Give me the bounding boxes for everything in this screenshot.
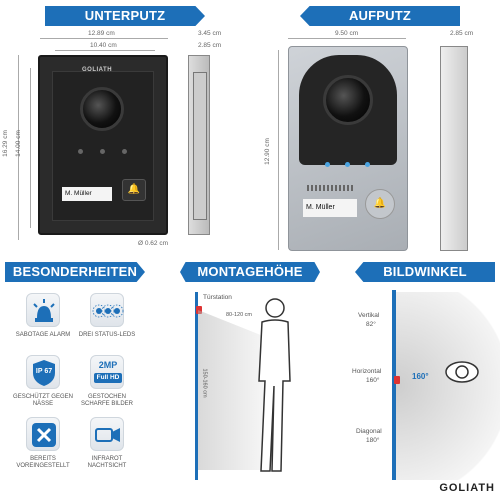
feature-label-leds: DREI STATUS-LEDS: [78, 332, 136, 338]
wall-line: [195, 292, 198, 480]
unterputz-banner: UNTERPUTZ: [45, 6, 205, 26]
feature-label-infrared: INFRAROT NACHTSICHT: [87, 456, 127, 469]
dim-line-height-outer: [18, 55, 19, 240]
status-led-2: [100, 149, 105, 154]
feature-label-fullhd: GESTOCHEN SCHARFE BILDER: [80, 394, 133, 407]
aufputz-bell-button: 🔔: [365, 189, 395, 219]
footer-logo: GOLIATH: [439, 482, 495, 494]
person-silhouette: [258, 298, 291, 472]
aufputz-depth: 2.85 cm: [450, 30, 474, 37]
unterputz-depth-outer: 3.45 cm: [198, 30, 222, 37]
ip67-badge: IP 67: [35, 368, 53, 375]
aufputz-device: M. Müller 🔔: [288, 46, 408, 251]
tools-icon: [26, 417, 60, 451]
besonderheiten-banner: BESONDERHEITEN: [5, 262, 145, 282]
aufputz-speaker-grille: [307, 185, 353, 191]
fullhd-icon: 2MP Full HD: [90, 355, 124, 389]
diagonal-label: Diagonal: [356, 428, 382, 435]
feature-label-tools: BEREITS VOREINGESTELLT: [16, 456, 70, 469]
fullhd-badge-bottom: Full HD: [94, 373, 122, 383]
vertical-value: 82°: [366, 321, 376, 328]
height-label: 150-160 cm: [201, 368, 208, 398]
angle-badge: 160°: [412, 372, 429, 381]
camera-point: [394, 376, 400, 384]
bildwinkel-wall: [392, 290, 396, 480]
siren-icon: [26, 293, 60, 327]
aufputz-banner: AUFPUTZ: [300, 6, 460, 26]
door-station-label: Türstation: [203, 294, 232, 301]
aufputz-led-2: [345, 162, 350, 167]
unterputz-hole: Ø 0.62 cm: [138, 240, 168, 247]
camera-lens: [80, 87, 124, 131]
dim-line-height-inner: [30, 68, 31, 228]
shield-ip67-icon: IP 67: [26, 355, 60, 389]
feature-label-ip67: GESCHÜTZT GEGEN NÄSSE: [13, 394, 73, 407]
range-label: 80-120 cm: [226, 312, 252, 318]
montagehoehe-banner: MONTAGEHÖHE: [180, 262, 320, 282]
feature-label-sabotage: SABOTAGE ALARM: [15, 332, 71, 338]
leds-icon: [90, 293, 124, 327]
aufputz-led-1: [325, 162, 330, 167]
unterputz-side-profile: [188, 55, 210, 235]
fov-fan: [396, 292, 500, 480]
aufputz-led-3: [365, 162, 370, 167]
infrared-camera-icon: [90, 417, 124, 451]
vertical-label: Vertikal: [358, 312, 380, 319]
aufputz-camera-lens: [323, 75, 373, 125]
unterputz-depth-inner: 2.85 cm: [198, 42, 222, 49]
fullhd-badge-top: 2MP: [98, 360, 118, 370]
bildwinkel-banner: BILDWINKEL: [355, 262, 495, 282]
dim-line-width-outer: [40, 38, 168, 39]
unterputz-width-inner: 10.40 cm: [90, 42, 117, 49]
aufputz-side-profile: [440, 46, 468, 251]
horizontal-label: Horizontal: [352, 368, 382, 375]
door-station-marker: [196, 306, 202, 314]
aufputz-name-plate: M. Müller: [303, 199, 357, 217]
unterputz-height-outer: 16.29 cm: [1, 130, 9, 157]
dim-line-width-inner: [55, 50, 155, 51]
unterputz-name-plate: M. Müller: [62, 187, 112, 201]
dim-line-aufputz-height: [278, 50, 279, 250]
person-top-view: [445, 361, 479, 383]
aufputz-camera-panel: [299, 55, 397, 165]
unterputz-height-inner: 14.00 cm: [14, 130, 22, 157]
diagonal-value: 180°: [366, 437, 380, 444]
unterputz-device: GOLIATH M. Müller 🔔: [38, 55, 168, 235]
unterputz-width-outer: 12.89 cm: [88, 30, 115, 37]
bell-button: 🔔: [122, 179, 146, 201]
unterputz-brand: GOLIATH: [82, 67, 113, 73]
status-led-1: [78, 149, 83, 154]
status-led-3: [122, 149, 127, 154]
aufputz-width: 9.50 cm: [335, 30, 359, 37]
horizontal-value: 160°: [366, 377, 380, 384]
dim-line-aufputz-width: [288, 38, 406, 39]
aufputz-height: 12.90 cm: [263, 138, 271, 165]
